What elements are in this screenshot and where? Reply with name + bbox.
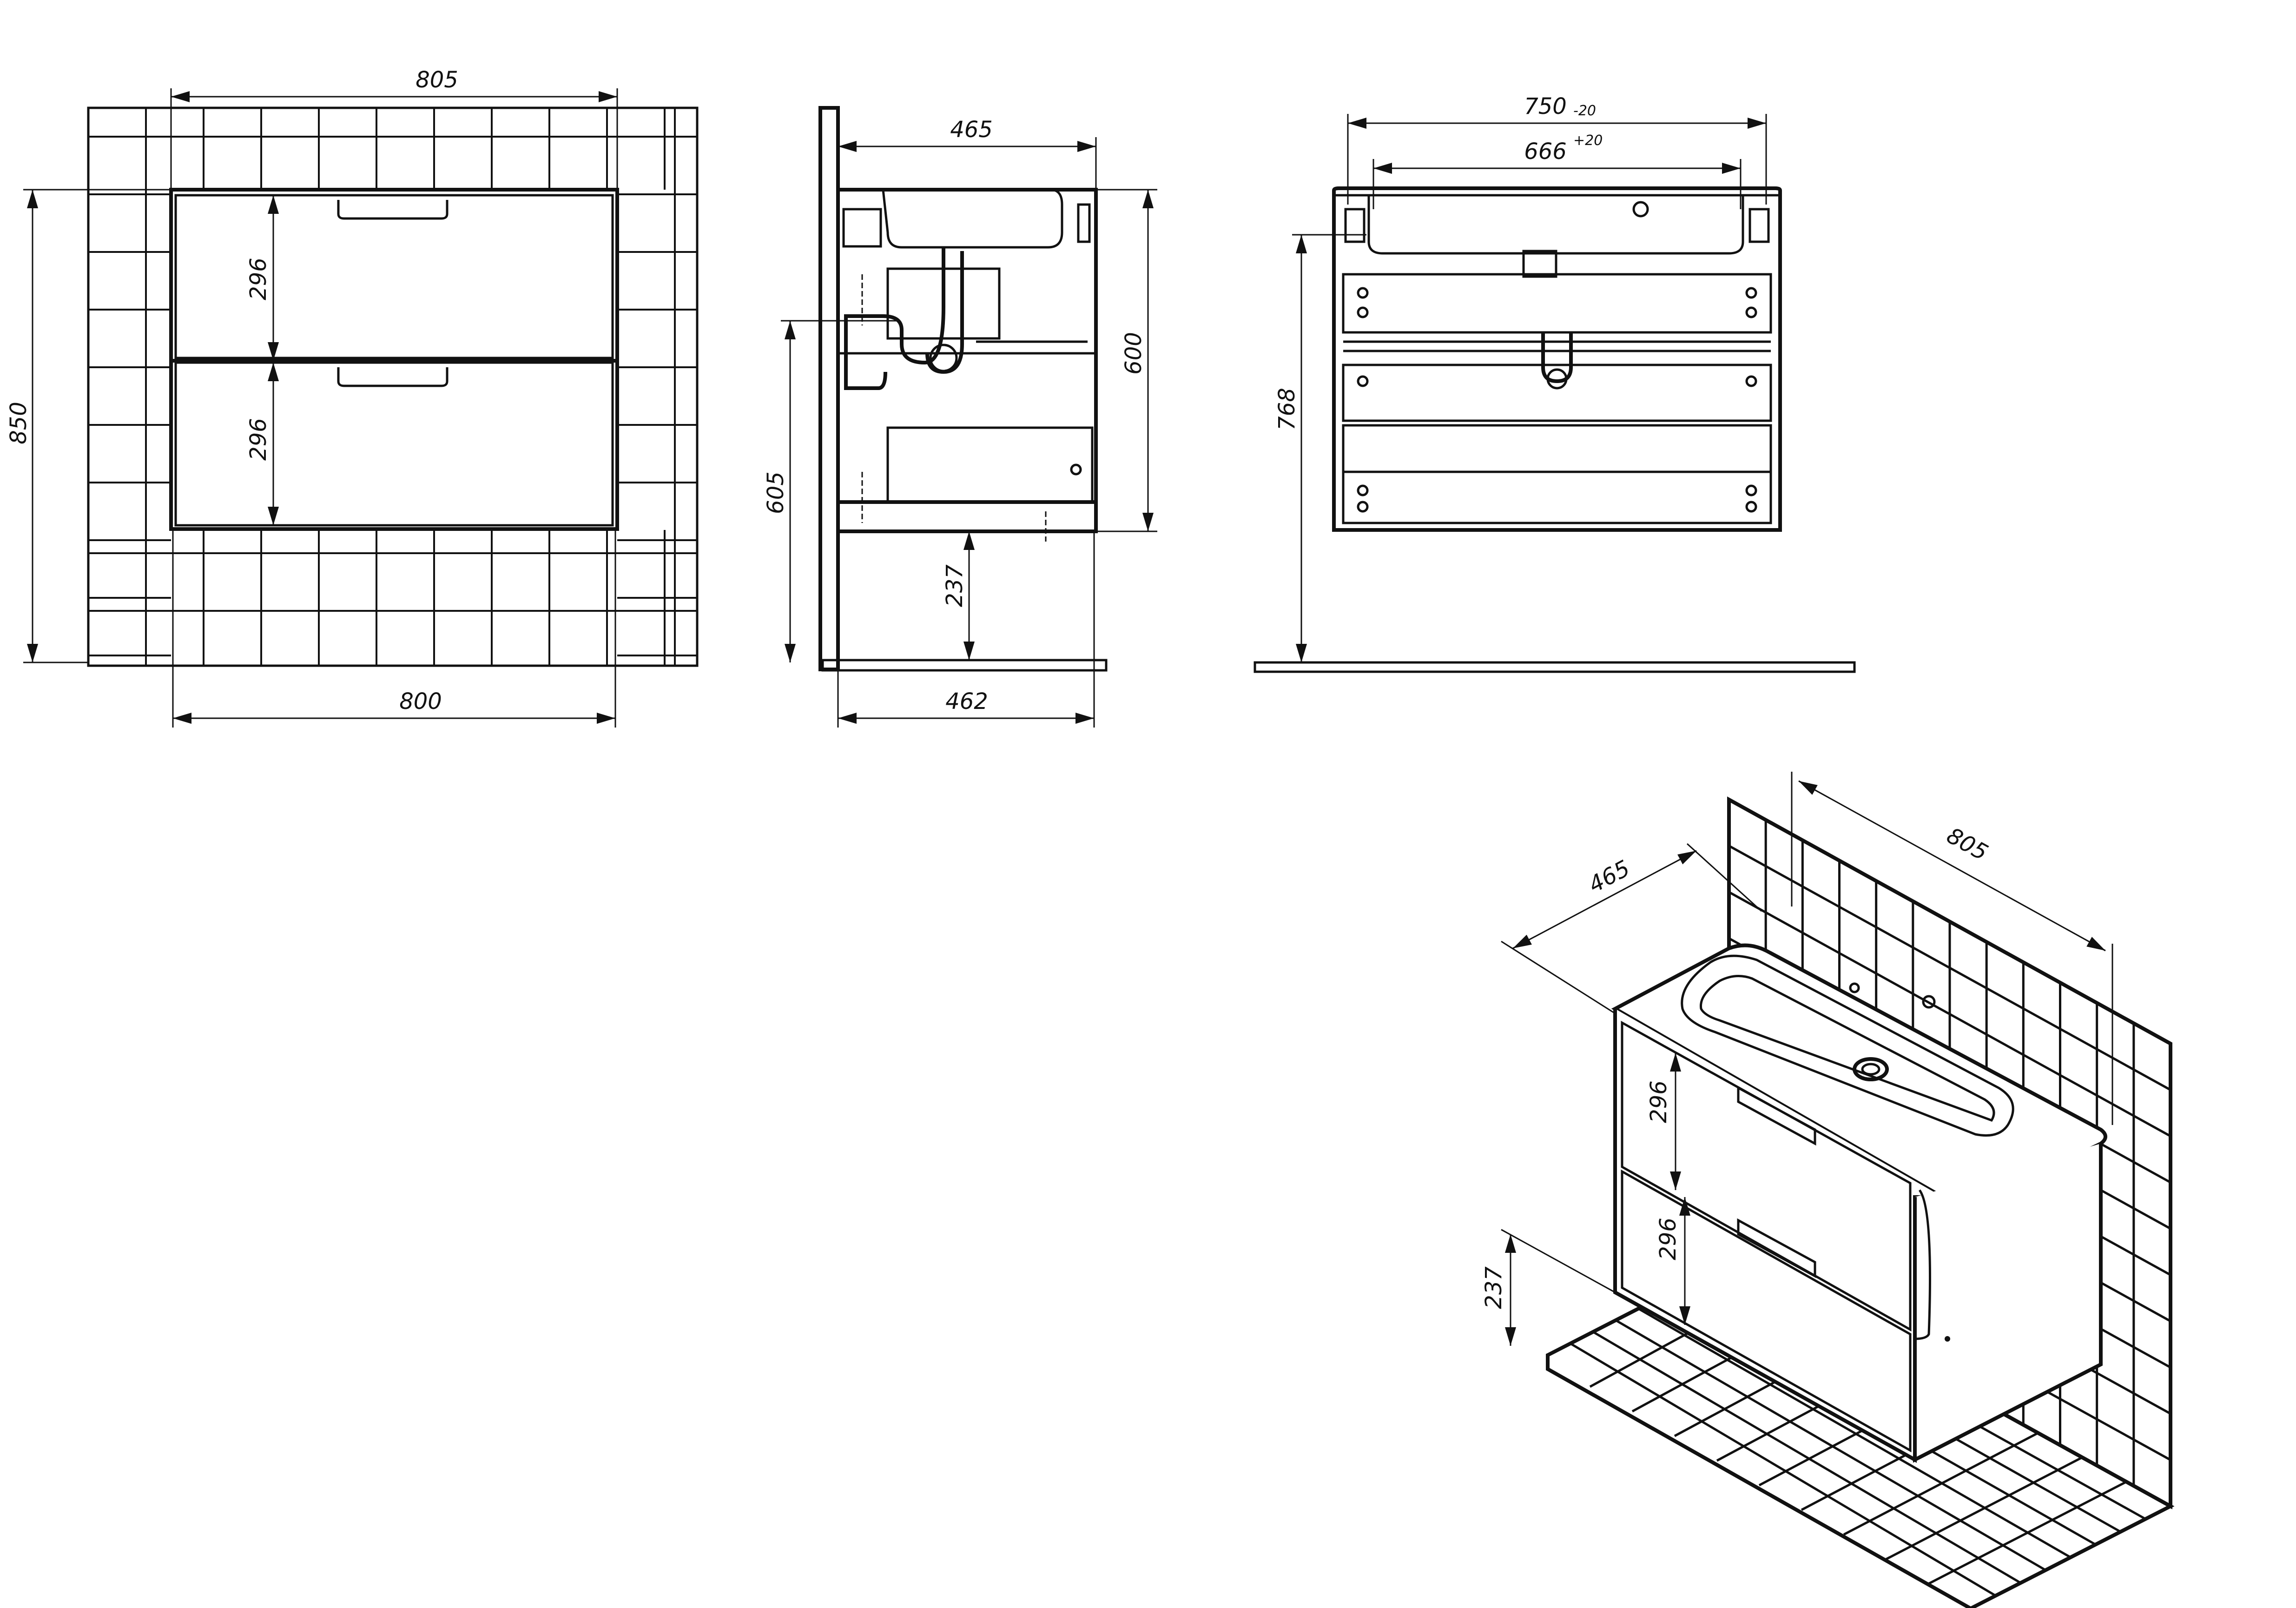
tile-joint: [1637, 1307, 2072, 1559]
tile-joint: [1615, 1319, 2046, 1571]
back-inner-width-label: 666: [1524, 139, 1567, 165]
side-floor-gap-label: 237: [942, 564, 968, 607]
front-cabinet: [169, 188, 619, 531]
drawer-handle-bottom: [337, 367, 449, 387]
side-view: 465 462 600 605 237: [763, 106, 1157, 728]
iso-drawer-bottom-label: 296: [1655, 1218, 1681, 1260]
back-cabinet: [1332, 186, 1782, 532]
tile-joint: [1570, 1342, 1997, 1597]
tile-joint: [1843, 1432, 2039, 1536]
side-depth-bottom-label: 462: [945, 688, 988, 715]
iso-width-label: 805: [1942, 822, 1992, 866]
side-mount-height-label: 605: [763, 471, 789, 514]
front-width-bottom-label: 800: [399, 688, 442, 715]
front-height-label: 850: [6, 402, 32, 444]
iso-view: 465 805 296 296 237: [1481, 772, 2175, 1608]
side-height-label: 600: [1121, 332, 1147, 375]
side-depth-top-label: 465: [950, 117, 993, 143]
iso-cabinet: [1611, 943, 2107, 1463]
side-cabinet: [836, 188, 1098, 542]
back-outer-width-tolerance: -20: [1573, 103, 1596, 119]
front-drawer-top-label: 296: [245, 258, 271, 300]
back-inner-width-tolerance: +20: [1573, 132, 1603, 149]
tile-joint: [1885, 1456, 2083, 1561]
back-outer-width-label: 750: [1524, 93, 1567, 119]
drawer-handle-top: [337, 200, 449, 220]
iso-drawer-top-label: 296: [1646, 1080, 1672, 1123]
back-view: 750 -20 666 +20 768: [1254, 93, 1856, 673]
iso-floor-gap-label: 237: [1481, 1266, 1507, 1309]
tile-joint: [1592, 1330, 2021, 1584]
front-wall-tiles: [87, 106, 699, 667]
front-width-top-label: 805: [416, 67, 458, 93]
iso-depth-label: 465: [1584, 855, 1634, 898]
tile-joint: [1927, 1481, 2127, 1585]
side-dimensions: 465 462 600 605 237: [763, 117, 1157, 728]
back-mount-height-label: 768: [1274, 388, 1300, 430]
back-dimensions: 750 -20 666 +20 768: [1274, 93, 1767, 662]
front-view: 805 800 850 296 296: [6, 67, 699, 728]
front-dimensions: 805 800 850 296 296: [6, 67, 618, 728]
front-drawer-bottom-label: 296: [245, 418, 271, 461]
siphon-pipe: [844, 246, 945, 390]
back-floor: [1254, 661, 1856, 673]
